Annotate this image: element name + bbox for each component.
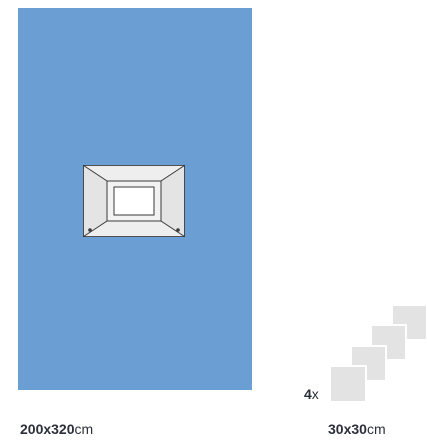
swab-quantity: 4x xyxy=(304,386,319,402)
drape-size-number: 200x320 xyxy=(20,421,75,437)
opening xyxy=(113,186,155,216)
swab-stack xyxy=(330,305,427,402)
swab-quantity-number: 4 xyxy=(304,386,312,402)
fenestration-window xyxy=(83,165,185,237)
swab-size-unit: cm xyxy=(366,421,386,437)
swab-quantity-suffix: x xyxy=(311,386,319,402)
swab-size-label: 30x30cm xyxy=(328,421,386,437)
drape-size-label: 200x320cm xyxy=(20,421,93,437)
swab-1 xyxy=(330,365,367,402)
frame-rivet-right xyxy=(176,228,180,232)
swab-size-number: 30x30 xyxy=(328,421,367,437)
frame-rivet-left xyxy=(88,228,92,232)
drape-size-unit: cm xyxy=(74,421,94,437)
